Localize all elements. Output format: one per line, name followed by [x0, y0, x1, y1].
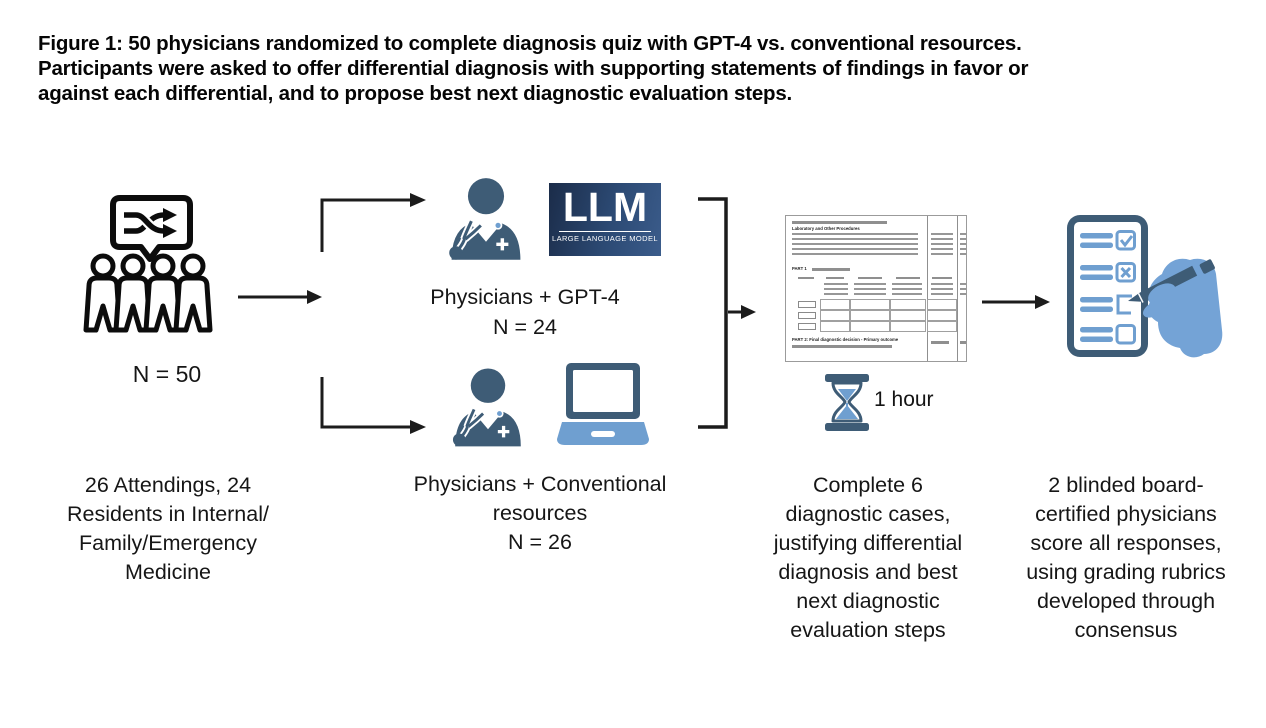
people-shuffle-icon: [83, 195, 213, 333]
branch-top-connector: [320, 193, 426, 252]
llm-subtitle: LARGE LANGUAGE MODEL: [552, 234, 658, 243]
people-row: [83, 253, 213, 333]
hourglass-icon: [825, 374, 869, 431]
llm-badge: LLM LARGE LANGUAGE MODEL: [549, 183, 661, 256]
scoring-caption: 2 blinded board- certified physicians sc…: [1026, 473, 1226, 642]
worksheet-document: Laboratory and Other Procedures PART 1: [785, 215, 967, 362]
worksheet-part1-label: PART 1: [792, 266, 807, 271]
worksheet-part2-label: PART 2: Final diagnostic decision - Prim…: [792, 337, 899, 342]
hand-with-pen: [1128, 258, 1223, 358]
cohort-description: 26 Attendings, 24 Residents in Internal/…: [67, 473, 269, 584]
branch-bottom-connector: [320, 377, 426, 434]
cohort-n-label: N = 50: [132, 361, 202, 387]
arm-gpt4-caption: Physicians + GPT-4 N = 24: [430, 285, 620, 339]
figure-caption: Figure 1: 50 physicians randomized to co…: [38, 32, 1029, 105]
arm-conventional-caption: Physicians + Conventional resources N = …: [413, 472, 667, 554]
arrow-cohort-to-split: [238, 290, 322, 304]
merge-bracket: [698, 197, 756, 429]
assessment-caption: Complete 6 diagnostic cases, justifying …: [773, 473, 963, 642]
physician-icon: [443, 171, 529, 266]
shuffle-arrows: [124, 208, 177, 238]
worksheet-section-heading: Laboratory and Other Procedures: [792, 226, 860, 231]
worksheet-column-rule: [927, 216, 928, 361]
physician-icon: [447, 362, 529, 452]
arrow-worksheet-to-scoring: [982, 295, 1050, 309]
checklist-pen-icon: [1067, 215, 1223, 358]
llm-title: LLM: [562, 184, 648, 230]
duration-label: 1 hour: [874, 388, 934, 411]
worksheet-column-rule: [957, 216, 958, 361]
llm-divider: [559, 231, 651, 232]
laptop-icon: [557, 363, 649, 445]
